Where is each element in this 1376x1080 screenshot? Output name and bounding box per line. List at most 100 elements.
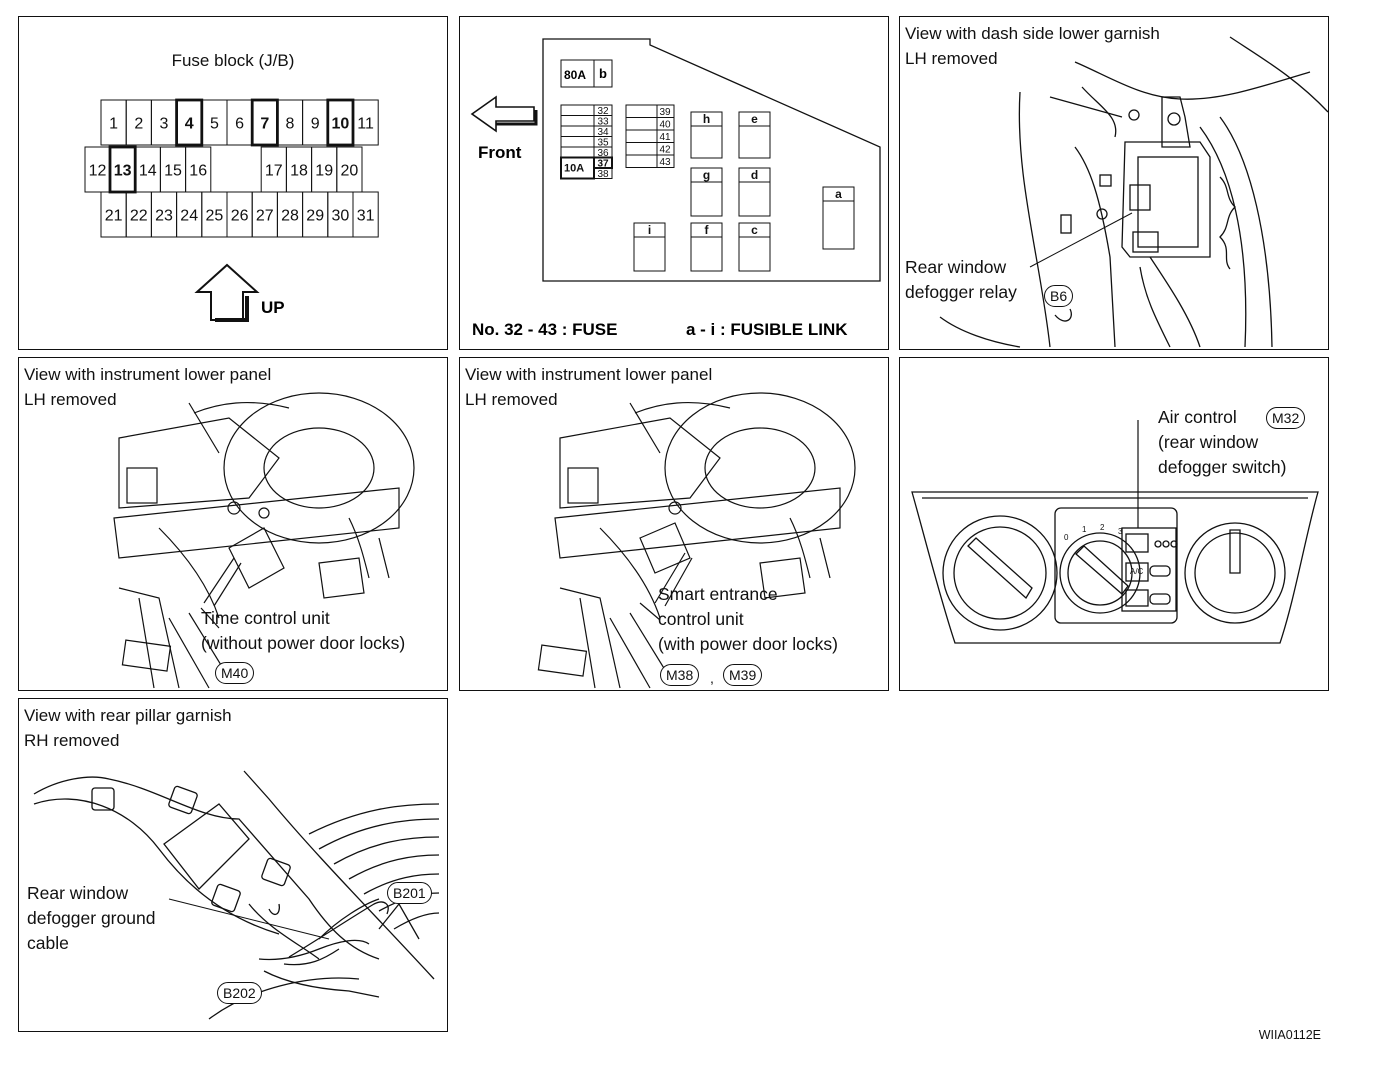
rear-pillar-panel: View with rear pillar garnish RH removed… [18, 698, 448, 1032]
fuse-19-label: 19 [315, 163, 333, 180]
ground-cable-label: Rear window defogger ground cable [27, 883, 156, 953]
fuse-15-label: 15 [164, 163, 182, 180]
fuse-25-label: 25 [206, 208, 224, 225]
fusible-link-g-label: g [703, 168, 710, 182]
svg-text:A/C: A/C [1130, 567, 1144, 576]
connector-m40: M40 [215, 662, 255, 684]
fuse-2-label: 2 [134, 116, 143, 133]
front-label: Front [478, 143, 522, 162]
fuse-18-label: 18 [290, 163, 308, 180]
fuse-20-label: 20 [341, 163, 359, 180]
fuse-3-label: 3 [160, 116, 169, 133]
fuse-block-title: Fuse block (J/B) [171, 51, 295, 70]
svg-text:0: 0 [1064, 533, 1069, 542]
fuse-5-label: 5 [210, 116, 219, 133]
svg-text:3: 3 [1118, 527, 1123, 536]
fuse-14-label: 14 [139, 163, 157, 180]
connector-b202: B202 [217, 982, 262, 1004]
fusible-link-f-label: f [705, 223, 710, 237]
fuse-38-label: 38 [597, 169, 609, 180]
time-control-panel: View with instrument lower panel LH remo… [18, 357, 448, 691]
fuse-32-label: 32 [597, 106, 609, 117]
rear-pillar-title: View with rear pillar garnish RH removed [24, 706, 232, 750]
fuse-24-label: 24 [180, 208, 198, 225]
fuse-1-label: 1 [109, 116, 118, 133]
dash-side-panel: View with dash side lower garnish LH rem… [899, 16, 1329, 350]
smart-entrance-panel: View with instrument lower panel LH remo… [459, 357, 889, 691]
connector-m32: M32 [1266, 407, 1306, 429]
block-80a-label: 80A [564, 68, 586, 82]
fuse-34-label: 34 [597, 127, 609, 138]
instrument-lower-illustration-2 [537, 392, 856, 689]
fuse-26-label: 26 [231, 208, 249, 225]
connector-b201: B201 [387, 882, 432, 904]
fuse-17-label: 17 [265, 163, 283, 180]
fuse-43-label: 43 [659, 157, 671, 168]
connector-b6: B6 [1044, 285, 1074, 307]
fuse-41-label: 41 [659, 132, 671, 143]
fuse-6-label: 6 [235, 116, 244, 133]
connector-m39: M39 [723, 664, 763, 686]
fusible-link-h-label: h [703, 112, 710, 126]
fuse-8-label: 8 [286, 116, 295, 133]
figure-code: WIIA0112E [1258, 1028, 1321, 1042]
dash-side-title: View with dash side lower garnish LH rem… [905, 24, 1160, 68]
fusible-link-d-label: d [751, 168, 758, 182]
time-control-title: View with instrument lower panel LH remo… [24, 365, 272, 409]
air-control-illustration: 0 1 2 3 A/C [911, 420, 1319, 644]
fuse-31-label: 31 [357, 208, 375, 225]
instrument-lower-illustration-1 [113, 392, 415, 689]
fuse-21-label: 21 [105, 208, 123, 225]
fusible-link-e-label: e [751, 112, 758, 126]
svg-text:2: 2 [1100, 523, 1105, 532]
fusible-link-c-label: c [751, 223, 758, 237]
air-control-panel: 0 1 2 3 A/C Air control M32 (rear window de… [899, 357, 1329, 691]
fuse-40-label: 40 [659, 120, 671, 131]
fuse-22-label: 22 [130, 208, 148, 225]
front-arrow-icon [470, 95, 538, 133]
fuse-37-label: 37 [597, 159, 609, 170]
legend-fusible-link: a - i : FUSIBLE LINK [686, 320, 848, 339]
time-control-label: Time control unit (without power door lo… [201, 608, 406, 653]
up-label: UP [261, 298, 285, 317]
smart-entrance-label: Smart entrance control unit (with power … [658, 584, 838, 654]
smart-entrance-title: View with instrument lower panel LH remo… [465, 365, 713, 409]
fuse-9-label: 9 [311, 116, 320, 133]
fuse-28-label: 28 [281, 208, 299, 225]
block-b-label: b [599, 66, 607, 81]
fuse-42-label: 42 [659, 145, 671, 156]
legend-fuse: No. 32 - 43 : FUSE [472, 320, 617, 339]
fuse-7-label: 7 [260, 116, 269, 133]
fuse-35-label: 35 [597, 138, 609, 149]
fuse-13-label: 13 [114, 163, 132, 180]
fuse-10-label: 10 [332, 116, 350, 133]
fuse-4-label: 4 [185, 116, 194, 133]
defogger-relay-label: Rear window defogger relay [905, 257, 1017, 302]
fuse-30-label: 30 [332, 208, 350, 225]
link-box-outline [542, 38, 881, 282]
fuse-39-label: 39 [659, 107, 671, 118]
rear-pillar-illustration [33, 770, 440, 1020]
fuse-29-label: 29 [306, 208, 324, 225]
dash-side-illustration [939, 36, 1329, 348]
svg-text:1: 1 [1082, 525, 1087, 534]
fuse-12-label: 12 [89, 163, 107, 180]
fusible-link-i-label: i [648, 223, 651, 237]
up-arrow-icon [194, 263, 260, 322]
fusible-link-a-label: a [835, 187, 842, 201]
fuse-36-label: 36 [597, 148, 609, 159]
connector-separator: , [710, 670, 714, 686]
air-control-label: Air control [1158, 407, 1237, 427]
fuse-11-label: 11 [357, 116, 374, 133]
air-control-sublabel: (rear window defogger switch) [1158, 432, 1287, 477]
connector-m38: M38 [660, 664, 700, 686]
fuse-16-label: 16 [189, 163, 207, 180]
fuse-33-label: 33 [597, 117, 609, 128]
fuse-27-label: 27 [256, 208, 274, 225]
fuse-23-label: 23 [155, 208, 173, 225]
fuse-10a-label: 10A [564, 163, 584, 175]
